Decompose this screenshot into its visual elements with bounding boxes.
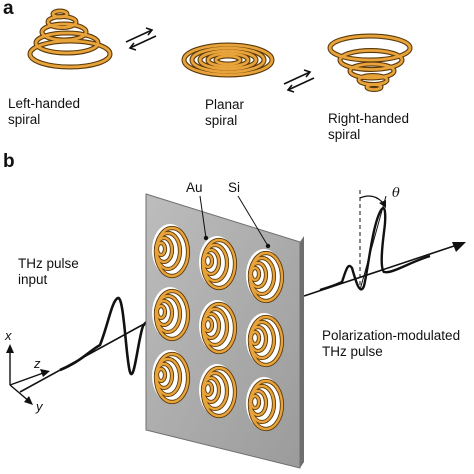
planar-caption: Planar spiral <box>205 97 244 129</box>
si-label: Si <box>228 180 241 195</box>
output-arrowhead-icon <box>452 242 466 252</box>
array-spiral <box>199 300 238 355</box>
theta-arc-arrowhead-icon <box>379 200 386 208</box>
array-spiral <box>152 224 191 279</box>
array-spiral <box>152 287 191 342</box>
input-caption: THz pulse input <box>18 256 79 288</box>
left-handed-caption: Left-handed spiral <box>8 96 80 128</box>
caption-line: Polarization-modulated <box>322 328 461 343</box>
au-leader-dot <box>203 235 209 241</box>
axis-z-label: z <box>34 356 41 371</box>
caption-line: spiral <box>328 127 361 142</box>
caption-line: THz pulse <box>18 256 79 271</box>
planar-spiral-icon <box>181 42 275 78</box>
equilibrium-arrow-icon <box>283 69 315 93</box>
si-leader-dot <box>265 243 271 249</box>
array-spiral <box>152 350 191 405</box>
output-caption: Polarization-modulated THz pulse <box>322 328 460 360</box>
au-leader-line <box>199 195 207 239</box>
array-spiral <box>246 313 285 368</box>
coordinate-axes <box>6 344 50 405</box>
array-spiral <box>199 236 238 291</box>
array-spiral <box>246 249 285 304</box>
panel-b-label: b <box>3 151 15 172</box>
axis-y-label: y <box>36 399 43 414</box>
output-pulse-waveform <box>319 206 431 292</box>
left-handed-spiral-icon <box>27 8 113 70</box>
si-leader-line <box>237 195 269 247</box>
caption-line: THz pulse <box>322 344 383 359</box>
equilibrium-arrow-icon <box>125 27 157 51</box>
caption-line: Planar <box>205 97 245 112</box>
caption-line: input <box>18 272 48 287</box>
au-label: Au <box>186 180 203 195</box>
spiral-array <box>152 224 285 432</box>
polarization-tilt-line <box>359 195 387 291</box>
array-spiral <box>246 377 285 432</box>
right-handed-caption: Right-handed spiral <box>328 111 409 143</box>
input-pulse-waveform <box>59 296 159 376</box>
theta-label: θ <box>392 186 400 201</box>
caption-line: spiral <box>8 112 41 127</box>
panel-a-label: a <box>3 0 14 19</box>
axis-x-label: x <box>5 328 12 343</box>
caption-line: Right-handed <box>328 111 410 126</box>
right-handed-spiral-icon <box>327 33 413 92</box>
caption-line: spiral <box>205 113 238 128</box>
caption-line: Left-handed <box>8 96 81 111</box>
array-spiral <box>199 364 238 419</box>
